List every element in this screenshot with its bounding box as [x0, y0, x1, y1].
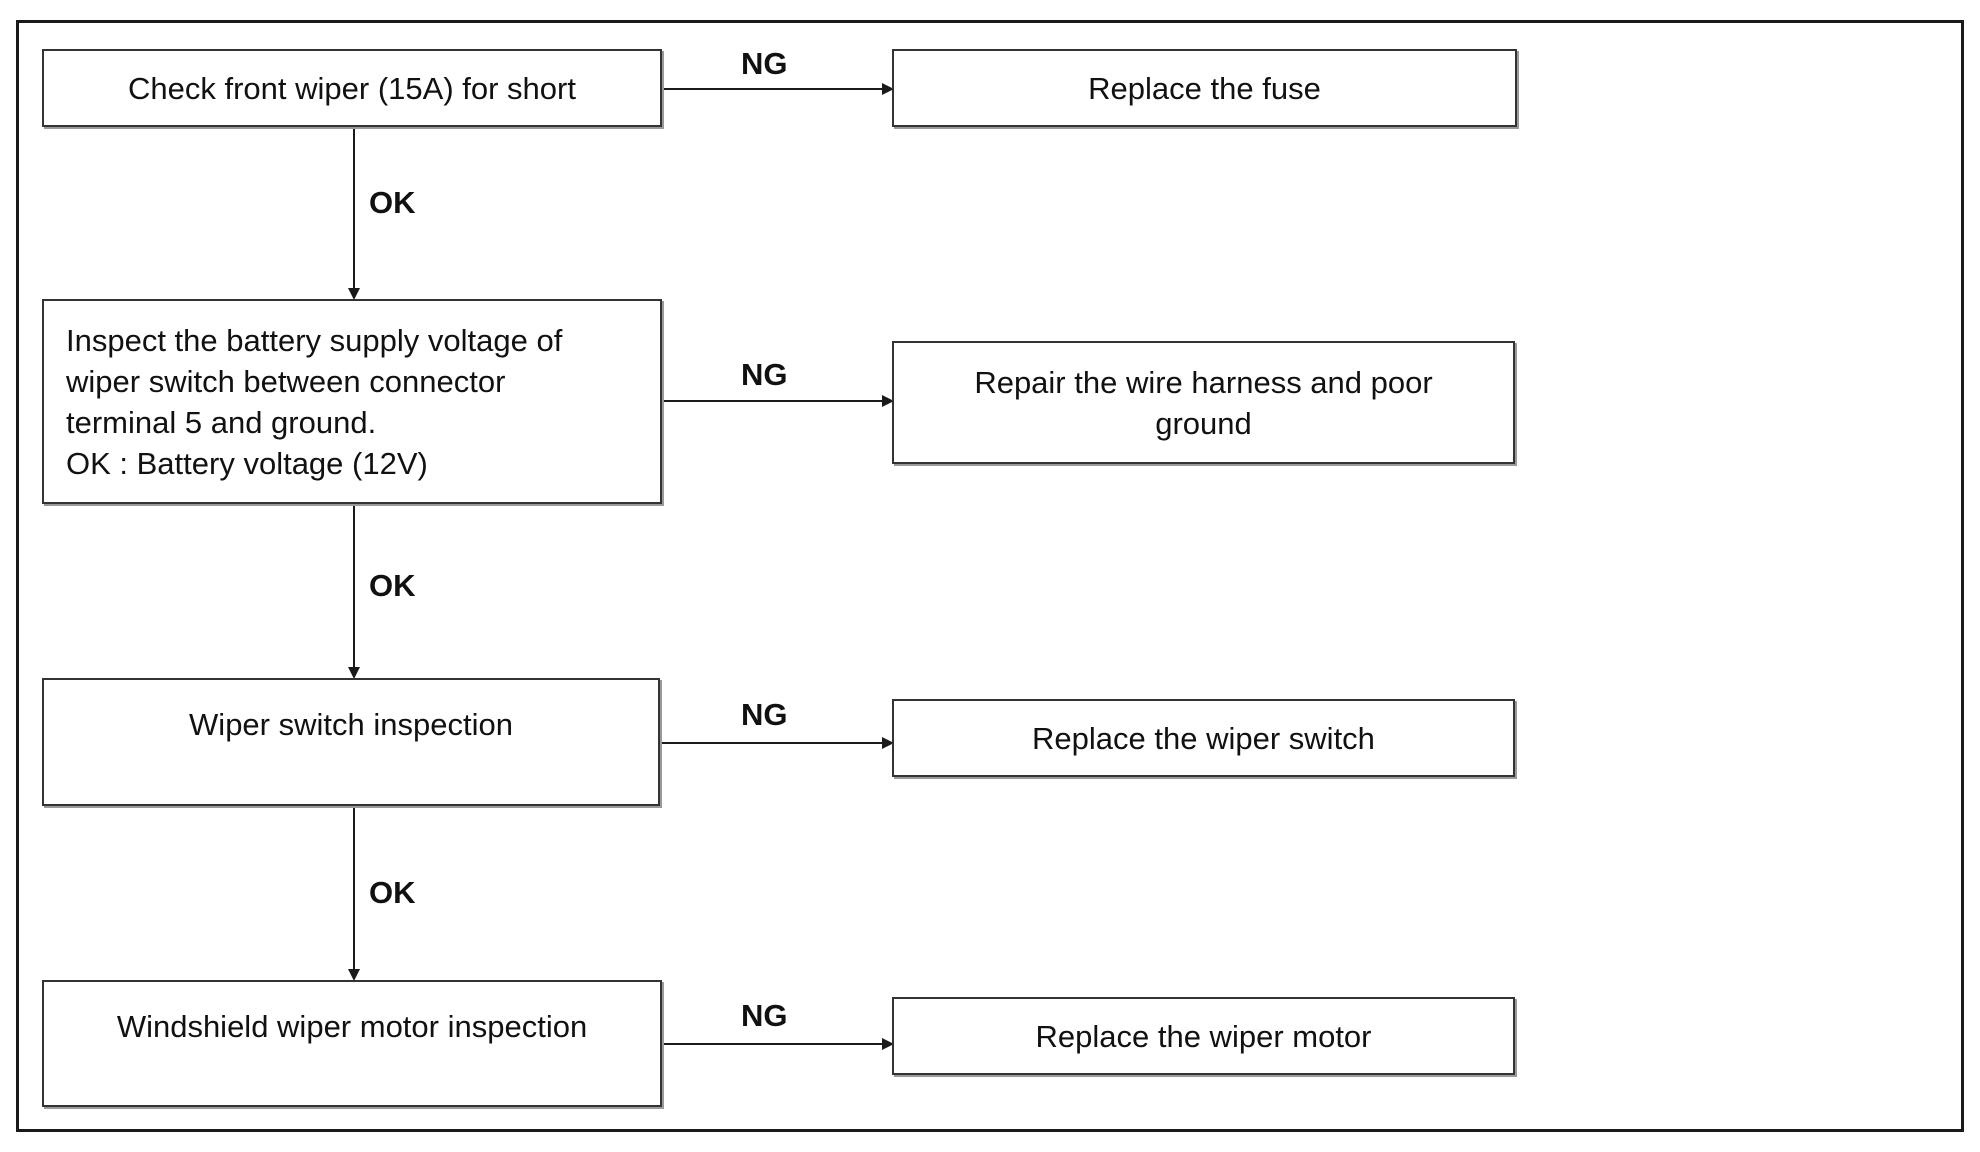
ng-action-3-text: Replace the wiper switch: [1032, 720, 1375, 756]
ok-label-1: OK: [369, 185, 416, 220]
check-step-2: Inspect the battery supply voltage of wi…: [42, 299, 662, 504]
check-step-3: Wiper switch inspection: [42, 678, 660, 806]
ng-label-1: NG: [741, 46, 788, 81]
ok-label-3: OK: [369, 875, 416, 910]
ng-action-4-text: Replace the wiper motor: [1035, 1018, 1372, 1054]
check-step-3-text: Wiper switch inspection: [189, 707, 513, 742]
ng-action-1: Replace the fuse: [892, 49, 1517, 127]
ng-action-1-text: Replace the fuse: [1088, 70, 1321, 106]
check-step-4-text: Windshield wiper motor inspection: [116, 1009, 588, 1044]
ng-label-4: NG: [741, 998, 788, 1033]
check-step-4: Windshield wiper motor inspection: [42, 980, 662, 1107]
ok-label-2: OK: [369, 568, 416, 603]
check-step-1: Check front wiper (15A) for short: [42, 49, 662, 127]
ng-label-3: NG: [741, 697, 788, 732]
diagram-frame: [16, 20, 1964, 1132]
ng-label-2: NG: [741, 357, 788, 392]
check-step-2-text: Inspect the battery supply voltage of wi…: [66, 322, 563, 481]
ng-action-3: Replace the wiper switch: [892, 699, 1515, 777]
ng-action-2-text: Repair the wire harness and poor ground: [974, 364, 1433, 441]
ng-action-4: Replace the wiper motor: [892, 997, 1515, 1075]
check-step-1-text: Check front wiper (15A) for short: [128, 70, 576, 106]
ng-action-2: Repair the wire harness and poor ground: [892, 341, 1515, 464]
